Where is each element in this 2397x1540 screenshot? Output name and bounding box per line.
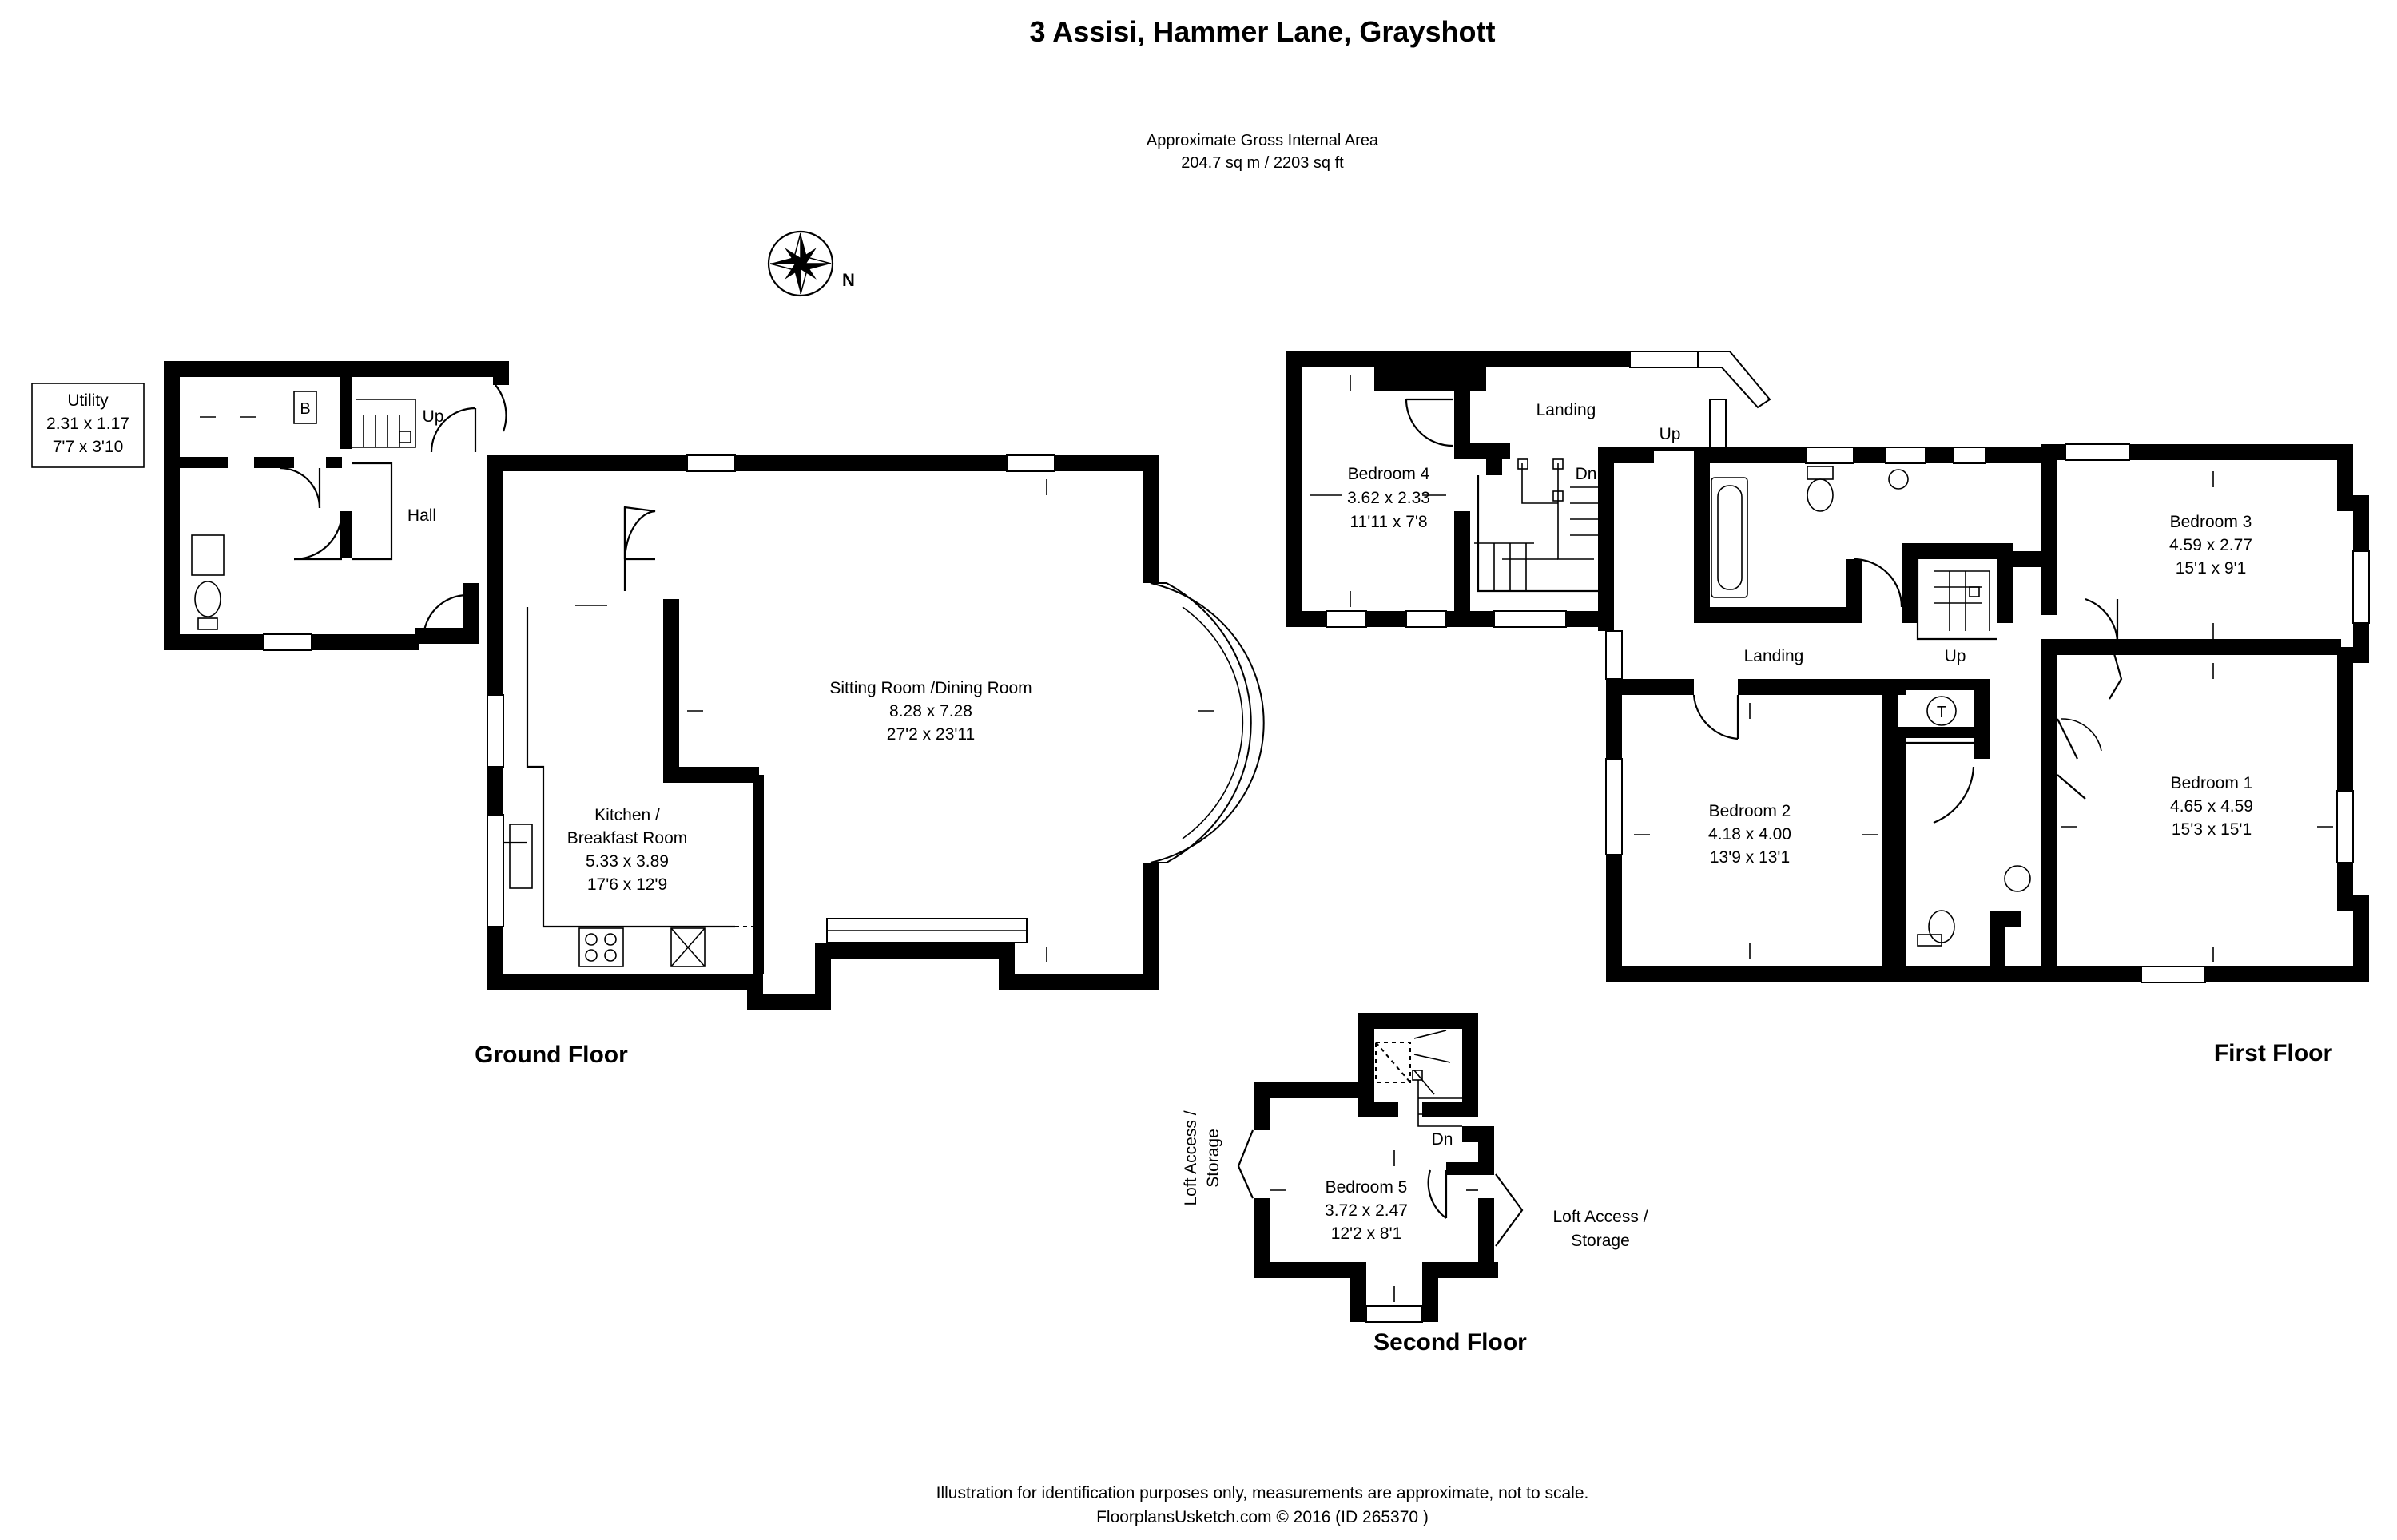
- bedroom1-metric: 4.65 x 4.59: [2170, 797, 2253, 816]
- sitting-room-metric: 8.28 x 7.28: [889, 702, 972, 720]
- bedroom4-metric: 3.62 x 2.33: [1347, 489, 1430, 507]
- compass-north-label: N: [842, 270, 855, 290]
- kitchen-name-line2: Breakfast Room: [567, 829, 688, 847]
- area-value: 204.7 sq m / 2203 sq ft: [1181, 154, 1344, 172]
- first-floor-plan: T: [1286, 351, 2370, 983]
- bedroom4-name: Bedroom 4: [1348, 465, 1430, 483]
- plan-title: 3 Assisi, Hammer Lane, Grayshott: [1030, 15, 1496, 48]
- kitchen-imperial: 17'6 x 12'9: [587, 875, 667, 894]
- utility-name: Utility: [67, 391, 109, 410]
- bedroom1-name: Bedroom 1: [2171, 774, 2253, 792]
- bedroom1-imperial: 15'3 x 15'1: [2172, 820, 2252, 839]
- loft-left-line2: Storage: [1204, 1129, 1222, 1188]
- stairs-dn-label: Dn: [1576, 465, 1597, 483]
- bedroom4-imperial: 11'11 x 7'8: [1350, 513, 1427, 531]
- landing-lower-label: Landing: [1744, 647, 1804, 665]
- second-floor-label: Second Floor: [1373, 1329, 1527, 1355]
- utility-label-box: [31, 383, 145, 468]
- stairs-up-top-label: Up: [1660, 425, 1681, 443]
- ground-floor-label: Ground Floor: [475, 1042, 628, 1068]
- area-caption: Approximate Gross Internal Area: [1147, 132, 1379, 149]
- bedroom2-imperial: 13'9 x 13'1: [1710, 848, 1790, 867]
- loft-right-line2: Storage: [1571, 1232, 1630, 1250]
- stairs-up-label: Up: [423, 407, 444, 426]
- kitchen-metric: 5.33 x 3.89: [586, 852, 669, 871]
- tank-label: T: [1937, 704, 1946, 721]
- compass-rose-icon: [767, 230, 834, 297]
- utility-imperial: 7'7 x 3'10: [53, 438, 124, 456]
- hall-name: Hall: [407, 506, 436, 525]
- stairs-dn-second-label: Dn: [1432, 1130, 1453, 1149]
- loft-right-line1: Loft Access /: [1552, 1208, 1648, 1226]
- bedroom5-imperial: 12'2 x 8'1: [1331, 1224, 1402, 1243]
- bedroom3-imperial: 15'1 x 9'1: [2176, 559, 2247, 578]
- footer-credit: FloorplansUsketch.com © 2016 (ID 265370 …: [1096, 1508, 1429, 1526]
- utility-metric: 2.31 x 1.17: [46, 415, 129, 433]
- bedroom2-name: Bedroom 2: [1709, 802, 1791, 820]
- second-floor-plan: [1237, 1013, 1524, 1323]
- ground-floor-plan: B: [164, 361, 1265, 1010]
- bedroom5-name: Bedroom 5: [1326, 1178, 1408, 1197]
- kitchen-name-line1: Kitchen /: [594, 806, 660, 824]
- stairs-up-bottom-label: Up: [1945, 647, 1966, 665]
- bedroom3-metric: 4.59 x 2.77: [2169, 536, 2252, 554]
- boiler-label: B: [300, 400, 310, 418]
- sitting-room-imperial: 27'2 x 23'11: [887, 725, 975, 744]
- loft-left-line1: Loft Access /: [1182, 1110, 1200, 1205]
- bedroom2-metric: 4.18 x 4.00: [1708, 825, 1791, 843]
- landing-upper-label: Landing: [1536, 401, 1596, 419]
- first-floor-label: First Floor: [2214, 1040, 2333, 1066]
- bedroom5-metric: 3.72 x 2.47: [1325, 1201, 1408, 1220]
- footer-disclaimer: Illustration for identification purposes…: [936, 1484, 1589, 1502]
- bedroom3-name: Bedroom 3: [2170, 513, 2252, 531]
- sitting-room-name: Sitting Room /Dining Room: [829, 679, 1032, 697]
